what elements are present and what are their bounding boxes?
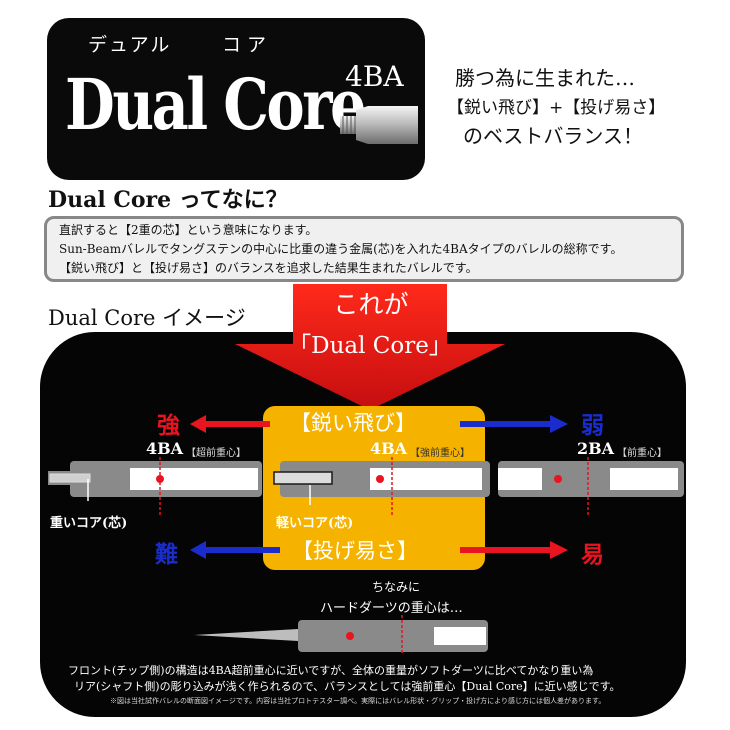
hard-darts-caption: ハードダーツの重心は… <box>320 601 463 616</box>
note-line-1: フロント(チップ側)の構造は4BA超前重心に近いですが、全体の重量がソフトダーツ… <box>68 664 594 677</box>
label-weak: 弱 <box>581 412 604 439</box>
by-the-way: ちなみに <box>372 580 421 594</box>
description-line: 直訳すると【2重の芯】という意味になります。 <box>59 223 318 237</box>
label-strong: 強 <box>157 412 180 439</box>
light-core-label: 軽いコア(芯) <box>276 516 354 531</box>
center-ba-note: 【強前重心】 <box>410 448 470 459</box>
left-ba-note: 【超前重心】 <box>186 448 246 459</box>
arrow-title-2: 「Dual Core」 <box>288 333 452 359</box>
description-line: 【鋭い飛び】と【投げ易さ】のバランスを追求した結果生まれたバレルです。 <box>59 261 478 275</box>
heavy-core-label: 重いコア(芯) <box>50 516 128 531</box>
description-box: 直訳すると【2重の芯】という意味になります。 Sun-Beamバレルでタングステ… <box>44 216 684 282</box>
note-line-2: リア(シャフト側)の彫り込みが浅く作られるので、バランスとしては強前重心【Dua… <box>74 680 621 693</box>
right-ba-note: 【前重心】 <box>617 448 667 459</box>
footnote: ※図は当社試作バレルの断面図イメージです。内容は当社プロトテスター調べ。実際には… <box>110 697 606 705</box>
barrel-thread-icon <box>340 106 418 144</box>
tagline-line-1: 勝つ為に生まれた… <box>455 66 635 90</box>
flight-scale-arrows <box>190 415 568 433</box>
section-heading-image: Dual Core イメージ <box>48 306 246 330</box>
tagline-line-2: 【鋭い飛び】+【投げ易さ】 <box>447 98 666 118</box>
section-heading-what: Dual Core ってなに？ <box>48 187 288 213</box>
center-ba-label: 4BA <box>370 439 408 458</box>
down-arrow-icon <box>235 284 505 410</box>
right-ba-label: 2BA <box>577 439 615 458</box>
logo-ruby-right: コア <box>222 34 273 56</box>
logo-title: Dual Core <box>65 63 367 146</box>
logo-thread-label: 4BA <box>345 60 404 93</box>
label-easy-throw: 【投げ易さ】 <box>292 539 418 563</box>
description-line: Sun-Beamバレルでタングステンの中心に比重の違う金属(芯)を入れた4BAタ… <box>59 242 623 256</box>
arrow-title-1: これが <box>333 290 409 319</box>
ease-scale-arrows <box>190 541 568 559</box>
label-hard: 難 <box>155 541 178 568</box>
label-easy: 易 <box>581 541 604 568</box>
left-ba-label: 4BA <box>146 439 184 458</box>
tagline-line-3: のベストバランス！ <box>463 124 643 148</box>
logo-ruby-left: デュアル <box>88 34 172 56</box>
hard-dart-cross-section <box>194 615 488 655</box>
logo-panel <box>47 18 425 180</box>
label-sharp-flight: 【鋭い飛び】 <box>290 411 416 435</box>
barrel-cross-sections <box>48 457 684 515</box>
